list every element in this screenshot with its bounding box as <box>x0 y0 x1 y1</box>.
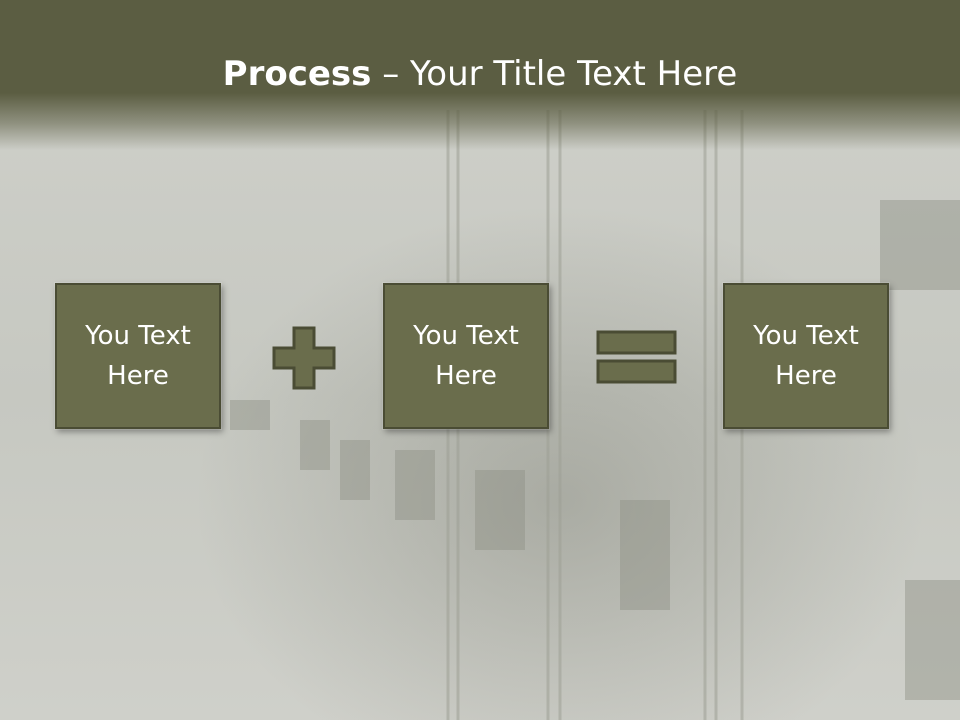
equals-icon <box>596 330 677 384</box>
process-box-text: You Text Here <box>85 321 191 391</box>
title-rest: Your Title Text Here <box>410 54 738 94</box>
title-dash: – <box>371 54 411 94</box>
title-bar <box>0 0 960 150</box>
plus-icon <box>272 326 336 390</box>
process-box-text: You Text Here <box>753 321 859 391</box>
process-box-text: You Text Here <box>413 321 519 391</box>
process-box-1[interactable]: You Text Here <box>55 283 221 429</box>
process-box-2[interactable]: You Text Here <box>383 283 549 429</box>
process-box-3[interactable]: You Text Here <box>723 283 889 429</box>
title-bold: Process <box>222 54 372 94</box>
slide-title: Process – Your Title Text Here <box>0 52 960 96</box>
